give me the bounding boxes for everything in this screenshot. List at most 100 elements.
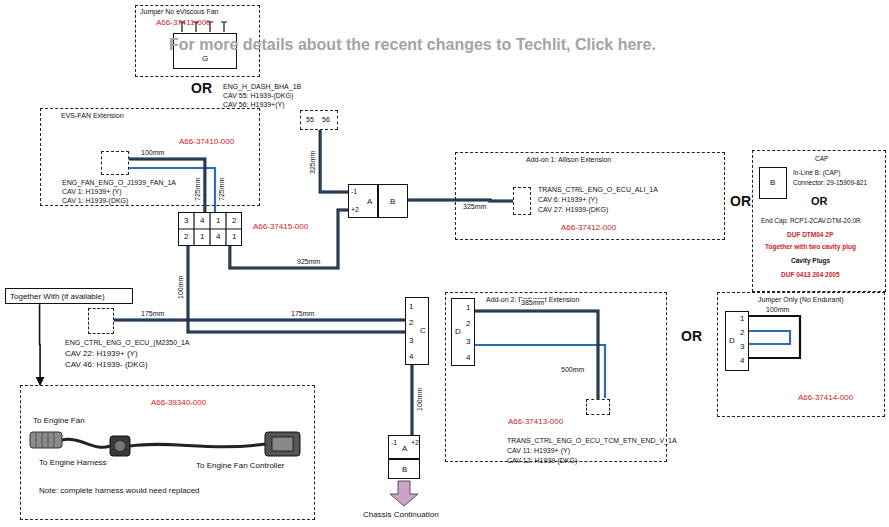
node-text: In-Line B: (CAP) [793,169,840,176]
connector: 1234C [405,297,429,365]
label-text: A66-37415-000 [252,222,309,231]
label-text: 175mm [290,310,315,318]
node-text: 1 [216,216,220,225]
node-text: 1 [200,232,204,241]
node-text: Jumper No eViscous Fan [140,8,218,16]
wire-connector [411,365,412,435]
node-text: 3 [409,336,413,345]
wire-connector [188,246,405,332]
option-box: Add-on 1: Allison ExtensionA66-37412-000… [455,152,725,240]
node-text: D [729,336,735,345]
node-text: OR [811,195,828,208]
label-text: 500mm [560,366,585,374]
node-text: +2 [351,206,359,214]
node-text: CAV 6: H1939+ (Y) [538,196,598,204]
node-text: ENG_FAN_ENG_O_J1939_FAN_1A [62,179,176,187]
node-text: 4 [200,216,204,225]
node-text: A [402,444,407,453]
node-text: 56 [322,116,330,124]
node-text: EVS-FAN Extension [61,112,124,120]
wire [474,345,605,398]
node-text: A66-37413-000 [508,417,563,426]
connector: B [388,459,420,479]
node-text: CAV 11: H1939+ (Y) [507,447,570,455]
node-text: Add-on 1: Allison Extension [526,156,611,164]
wire-connector [114,319,405,320]
chassis-arrow [390,481,418,506]
wire-path [320,130,348,192]
connector: -1A +2 [388,435,420,459]
wire-core [320,130,348,192]
connector: ENG_FAN_ENG_O_J1939_FAN_1ACAV 1: H1939+ … [101,151,129,175]
node-text: B [390,197,395,206]
label-text: 100mm [140,149,165,157]
node-text: A66-37411-000 [156,18,211,27]
node-text: 4 [740,356,744,365]
label-text: Chassis Continuation [362,510,440,519]
node-text: 3 [466,337,470,346]
node-text: End Cap: RCP1-2CAV.DTM-20.0R [761,217,861,224]
wire-path [39,304,41,385]
node-text: C [420,326,426,335]
node-text: B [402,465,407,474]
option-box: Add-on 2: Endurant ExtensionA66-37413-00… [445,292,667,462]
node-text: 1 [409,302,413,311]
jumper-wire [748,331,790,344]
wire-connector [230,210,348,268]
connector: B [759,167,787,199]
node-text: A66-39340-000 [151,398,206,407]
node-text: 55 [306,116,314,124]
node-text: A66-37414-000 [798,393,853,402]
node-text: DUF 0413 204 2005 [781,271,840,278]
node-text: 2 [740,328,744,337]
node-text: 2 [466,319,470,328]
node-text: CAV 27: H1939-(DKG) [538,206,608,214]
label-text: For more details about the recent change… [168,36,657,54]
connector: D1234 [451,298,475,366]
label-text: 385mm [520,299,545,307]
connector: TRANS_CTRL_ENG_O_ECU_ALI_1ACAV 6: H1939+… [513,187,531,215]
connector: B [378,184,408,218]
node-text: Connector: 29-15909-821 [793,179,867,186]
node-text: 4 [216,232,220,241]
note-box: Together With (if available) [5,288,133,304]
connector: A-1+2 [348,184,378,218]
connector-grid [178,212,242,246]
node-text: A66-37410-000 [179,137,234,146]
wire-core [230,210,348,268]
label-text: 925mm [296,258,321,266]
node-text: 3 [184,216,188,225]
node-text: -1 [391,439,397,447]
label-text: 100mm [765,306,790,314]
wire-connector [408,200,513,201]
connector: ENG_CTRL_ENG_O_ECU_(M2350_1ACAV 22: H193… [88,308,114,334]
node-text: +2 [411,439,419,447]
wire-path [188,246,405,332]
node-text: ENG_CTRL_ENG_O_ECU_(M2350_1A [65,339,190,347]
node-text: DUF DTM04 2P [787,231,833,238]
node-text: Jumper Only (No Endurant) [758,296,844,304]
node-text: CAV 22: H1939+ (Y) [65,349,138,358]
node-text: CAV 12: H1939-(DKG) [507,457,577,465]
harness-box: To Engine FanA66-39340-000To Engine Harn… [20,385,315,520]
label-text: 325mm [309,150,317,175]
node-text: Together With (if available) [10,292,105,301]
label-text: 100mm [416,387,424,412]
node-text: CAV 1: H1939+ (Y) [62,188,122,196]
wire-connector [475,311,598,399]
connector: ENG_H_DASH_BHA_1BCAV 55: H1939-(DKG)CAV … [300,110,338,130]
node-text: Note: complete harness would need replac… [39,486,200,495]
node-text: To Engine Harness [39,458,107,467]
node-text: Cavity Plugs [791,257,830,264]
node-text: TRANS_CTRL_ENG_O_ECU_ALI_1A [538,186,658,194]
node-text: 4 [409,352,413,361]
connector: D 1 2 3 4 [725,311,749,371]
node-text: 1 [740,314,744,323]
node-text: B [770,178,775,187]
node-text: CAV 1: H1939-(DKG) [62,197,128,205]
node-text: 3 [740,342,744,351]
wire-connector [320,130,348,192]
wire-path [230,210,348,268]
node-text: G [202,54,208,63]
harness-illustration [30,432,300,456]
